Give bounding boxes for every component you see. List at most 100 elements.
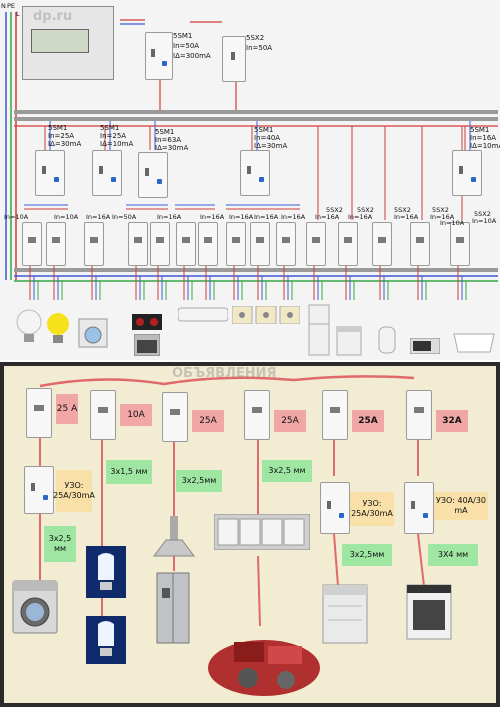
bottom-breaker-1-label: 25 A [56, 394, 78, 424]
bus-label-l: L [16, 10, 20, 18]
simplified-scheme-panel: ОБЪЯВЛЕНИЯ 25 A 10A 25A 25A 25A 32A УЗО:… [0, 362, 500, 707]
breaker-4-rating: In=50A [112, 213, 137, 221]
breaker-6-rating: In=16A [200, 213, 225, 221]
energy-saving-lamp-icon [86, 546, 126, 598]
breaker-6 [176, 222, 196, 266]
sx2-1-rating: In=16A [348, 213, 373, 221]
breaker-9-rating: In=16A [281, 213, 306, 221]
breaker-sx2-3 [372, 222, 392, 266]
bathtub-icon [453, 333, 495, 353]
bottom-breaker-4-label: 25A [274, 410, 306, 432]
rcd-2 [92, 150, 122, 196]
cable-label-2: 3х1,5 мм [106, 460, 152, 484]
water-heater-icon [378, 326, 396, 354]
bus-label-pe: PE [7, 2, 16, 10]
breaker-5-rating: In=16A [157, 213, 182, 221]
bottom-rcd-2-label: УЗО: 25А/30mA [350, 492, 394, 526]
breaker-8 [226, 222, 246, 266]
bottom-breaker-4 [244, 390, 270, 440]
energy-saving-lamp-icon-2 [86, 616, 126, 664]
breaker-10-rating: In=16A [315, 213, 340, 221]
bottom-breaker-3 [162, 392, 188, 442]
breaker-1 [22, 222, 42, 266]
breaker-2-rating: In=10A [54, 213, 79, 221]
cable-label-4: 3х2,5 мм [262, 460, 312, 482]
washing-machine-icon [12, 580, 58, 634]
breaker-3 [84, 222, 104, 266]
bottom-rcd-2 [320, 482, 350, 534]
refrigerator-icon [308, 304, 330, 356]
electricity-meter: dp.ru [22, 6, 114, 80]
rcd-2-name: 5SM1 [100, 124, 120, 132]
main-breaker-name: 5SX2 [246, 34, 265, 42]
breaker-4 [128, 222, 148, 266]
wiring-diagram-panel: N PE L dp.ru 5SM1 In=50A IΔ=300mA 5SX2 I… [0, 0, 500, 360]
sx2-3-rating: In=16A [430, 213, 455, 221]
sx2-4-rating: In=10A [440, 219, 465, 227]
rcd-5-leak: IΔ=10mA [470, 142, 500, 150]
main-breaker-rating: In=50A [246, 44, 273, 52]
cooktop-icon [132, 314, 162, 330]
microwave-icon [410, 338, 440, 354]
cable-label-5: 3х2,5мм [342, 544, 392, 566]
sx2-2-rating: In=16A [394, 213, 419, 221]
wall-sockets-icon [232, 306, 300, 324]
rcd-3 [138, 152, 168, 198]
main-breaker [222, 36, 246, 82]
wiring-lines [5, 12, 498, 300]
breaker-2 [46, 222, 66, 266]
rcd-1-rating: In=25A [48, 132, 75, 140]
cable-label-1: 3х2,5 мм [44, 526, 76, 562]
cable-label-3: 3х2,5мм [176, 470, 222, 492]
wall-sockets-icon [214, 514, 310, 550]
breaker-sx2-4 [410, 222, 430, 266]
main-rcd [145, 32, 173, 80]
feed-cables [39, 375, 425, 627]
rcd-4-leak: IΔ=30mA [254, 142, 288, 150]
bottom-breaker-5-label: 25A [352, 410, 384, 432]
breaker-7 [198, 222, 218, 266]
sx2-2-name: 5SX2 [357, 206, 374, 214]
rcd-4 [240, 150, 270, 196]
bottom-breaker-2-label: 10A [120, 404, 152, 426]
oven-icon [134, 334, 160, 356]
range-hood-icon [153, 516, 195, 557]
rcd-5-name: 5SM1 [470, 126, 490, 134]
light-bulb-yellow-icon [47, 313, 69, 343]
breaker-7-rating: In=16A [229, 213, 254, 221]
breaker-sx2-1 [306, 222, 326, 266]
rcd-3-name: 5SM1 [155, 128, 175, 136]
air-conditioner-icon [178, 307, 228, 322]
bottom-rcd-3-label: УЗО: 40А/30 mA [434, 492, 488, 520]
rcd-1-leak: IΔ=30mA [48, 140, 82, 148]
breaker-3-rating: In=16A [86, 213, 111, 221]
bottom-breaker-5 [322, 390, 348, 440]
power-tools-icon [208, 640, 320, 696]
light-bulb-white-icon [16, 309, 42, 342]
washing-machine-icon [78, 318, 108, 348]
bottom-rcd-1-label: УЗО: 25А/30mA [53, 470, 95, 512]
dishwasher-icon [322, 584, 368, 644]
refrigerator-icon [156, 572, 190, 644]
rcd-5 [452, 150, 482, 196]
bottom-rcd-3 [404, 482, 434, 534]
bottom-breaker-2 [90, 390, 116, 440]
main-rcd-rating: In=50A [173, 42, 200, 50]
bottom-rcd-1 [24, 466, 54, 514]
breaker-9 [250, 222, 270, 266]
breaker-sx2-5 [450, 222, 470, 266]
sx2-5-name: 5SX2 [474, 210, 491, 218]
watermark: ОБЪЯВЛЕНИЯ [172, 366, 277, 381]
bottom-breaker-6-label: 32A [436, 410, 468, 432]
bottom-breaker-1 [26, 388, 52, 438]
bottom-breaker-6 [406, 390, 432, 440]
rcd-1 [35, 150, 65, 196]
rcd-5-rating: In=16A [470, 134, 497, 142]
electric-stove-icon [406, 584, 452, 640]
rcd-3-leak: IΔ=30mA [155, 144, 189, 152]
breaker-5 [150, 222, 170, 266]
meter-display [31, 29, 89, 53]
sx2-3-name: 5SX2 [394, 206, 411, 214]
sx2-5-rating: In=10A [472, 217, 497, 225]
bottom-breaker-3-label: 25A [192, 410, 224, 432]
